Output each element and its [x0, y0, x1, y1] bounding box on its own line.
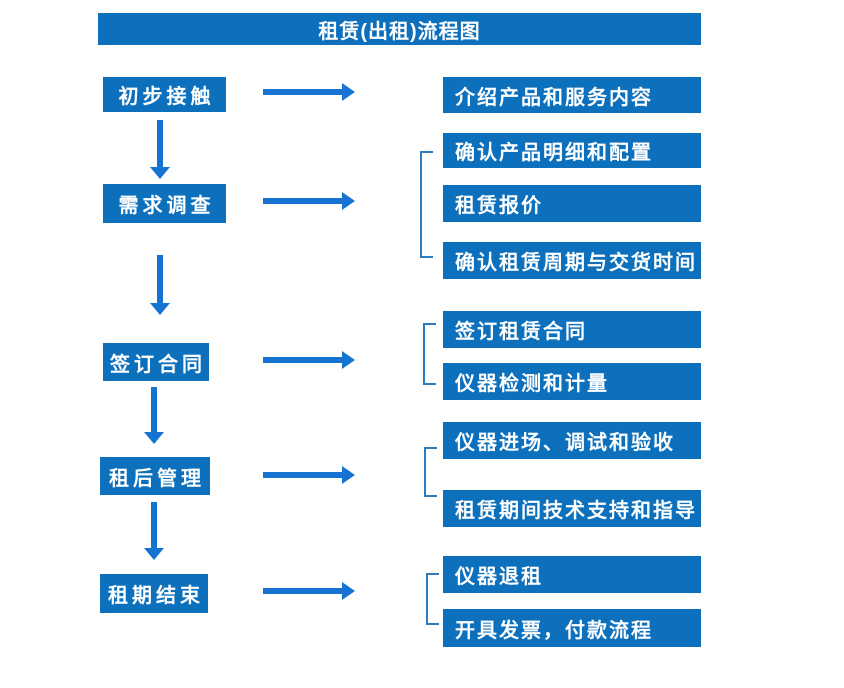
arrow-stem — [263, 472, 344, 478]
arrow-head — [342, 466, 355, 484]
arrow-stem — [263, 357, 344, 363]
detail-box-introduce-products: 介绍产品和服务内容 — [443, 77, 701, 113]
bracket-5 — [426, 573, 439, 625]
arrow-stem — [157, 255, 163, 305]
detail-box-sign-rental-contract: 签订租赁合同 — [443, 311, 701, 348]
arrow-stem — [151, 387, 157, 434]
step-box-lease-end: 租期结束 — [100, 574, 208, 613]
step-box-initial-contact: 初步接触 — [103, 77, 226, 112]
step-box-post-rental-management: 租后管理 — [100, 457, 210, 495]
arrow-head — [342, 351, 355, 369]
flowchart-title: 租赁(出租)流程图 — [98, 13, 701, 45]
arrow-head — [144, 432, 164, 444]
arrow-head — [150, 167, 170, 179]
detail-box-confirm-product-config: 确认产品明细和配置 — [443, 133, 701, 168]
detail-box-confirm-period-delivery: 确认租赁周期与交货时间 — [443, 242, 701, 279]
arrow-stem — [157, 120, 163, 169]
arrow-stem — [263, 588, 344, 594]
detail-box-instrument-return: 仪器退租 — [443, 556, 701, 593]
arrow-head — [342, 192, 355, 210]
right-arrow-2-icon — [263, 192, 355, 210]
detail-box-invoice-payment: 开具发票，付款流程 — [443, 609, 701, 647]
step-box-demand-survey: 需求调查 — [103, 184, 226, 223]
detail-box-instrument-testing: 仪器检测和计量 — [443, 363, 701, 400]
bracket-3 — [423, 323, 436, 385]
down-arrow-4-icon — [144, 502, 164, 560]
arrow-stem — [263, 89, 344, 95]
arrow-stem — [151, 502, 157, 550]
right-arrow-4-icon — [263, 466, 355, 484]
bracket-4 — [424, 447, 437, 497]
down-arrow-1-icon — [150, 120, 170, 179]
bracket-2 — [420, 151, 433, 258]
arrow-head — [150, 303, 170, 315]
arrow-head — [144, 548, 164, 560]
right-arrow-3-icon — [263, 351, 355, 369]
arrow-stem — [263, 198, 344, 204]
detail-box-rental-quote: 租赁报价 — [443, 185, 701, 222]
arrow-head — [342, 83, 355, 101]
detail-box-technical-support: 租赁期间技术支持和指导 — [443, 490, 701, 527]
step-box-sign-contract: 签订合同 — [103, 343, 209, 381]
arrow-head — [342, 582, 355, 600]
right-arrow-1-icon — [263, 83, 355, 101]
down-arrow-2-icon — [150, 255, 170, 315]
down-arrow-3-icon — [144, 387, 164, 444]
right-arrow-5-icon — [263, 582, 355, 600]
detail-box-instrument-setup-acceptance: 仪器进场、调试和验收 — [443, 422, 701, 459]
